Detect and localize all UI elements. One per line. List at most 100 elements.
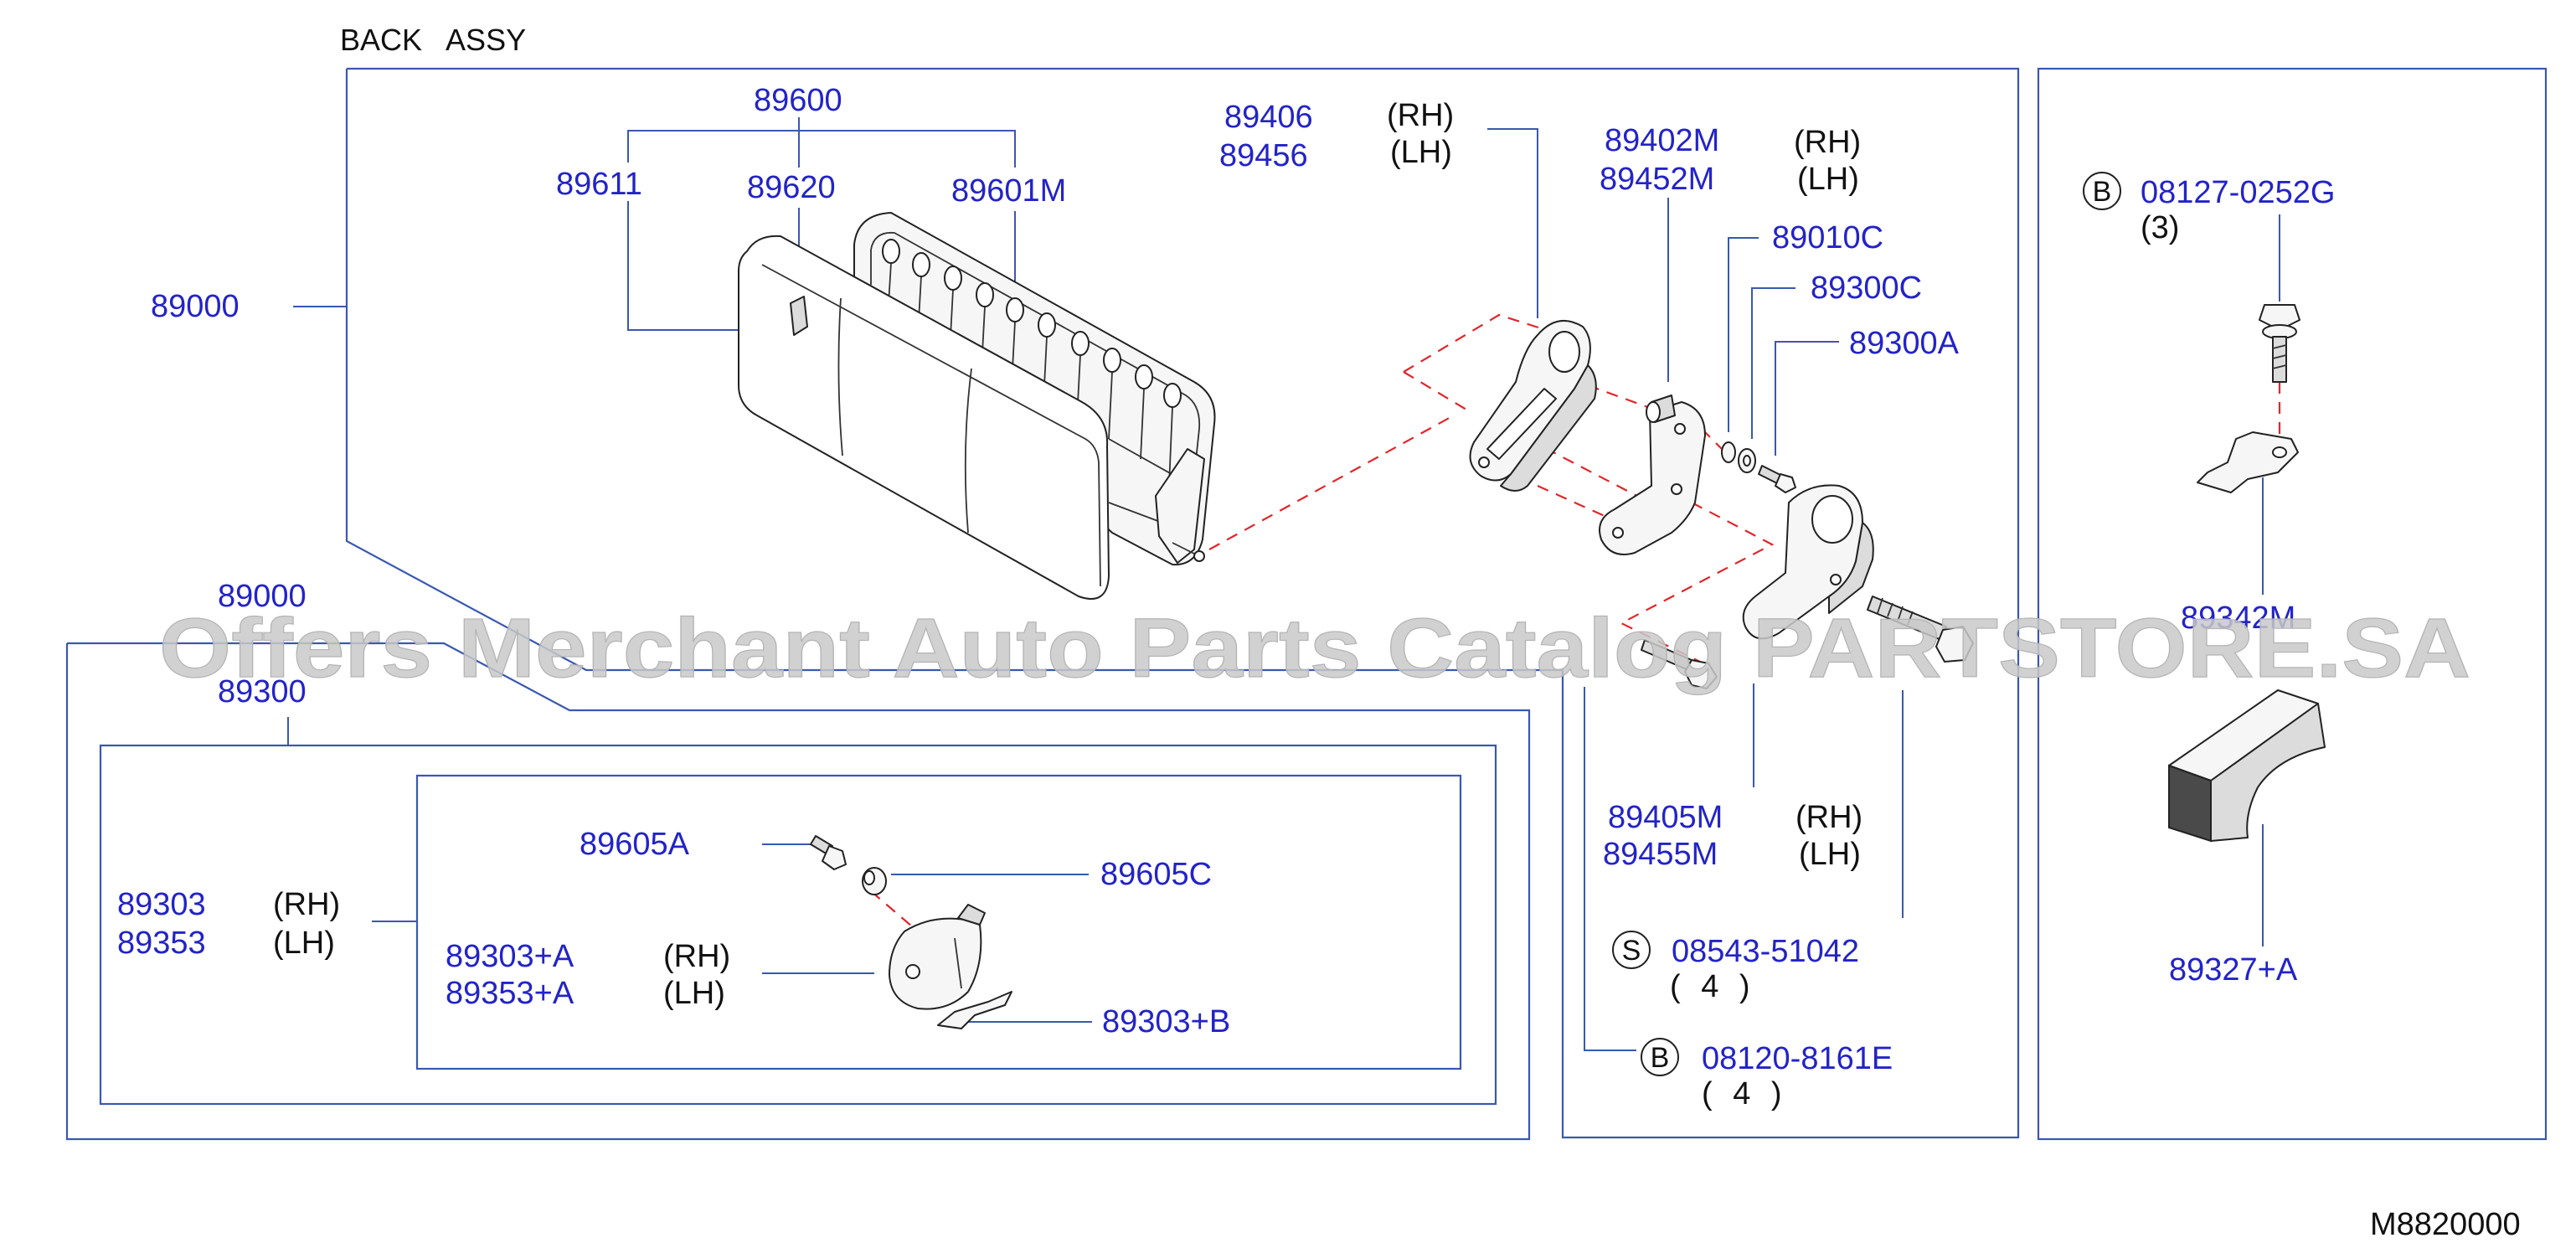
callout-trim-right[interactable]: 89601M — [951, 173, 1066, 209]
upper-hinge-slot — [1486, 388, 1557, 460]
plate-hole — [1612, 527, 1624, 539]
side-lh-label: (LH) — [1390, 135, 1452, 170]
frame-hole — [1163, 383, 1182, 408]
leader-pin — [1775, 341, 1839, 456]
fastener-badge-letter: S — [1622, 935, 1641, 967]
callout-washer-2[interactable]: 89300C — [1811, 271, 1922, 306]
fastener-quantity: (3) — [2141, 210, 2179, 245]
leader-fastener-b1 — [1584, 687, 1636, 1051]
cushion-front-edge — [761, 264, 1101, 587]
upper-hinge-drawing — [1469, 320, 1597, 492]
fastener-badge-circle — [1641, 1038, 1679, 1076]
callout-back-assy-upper[interactable]: 89000 — [151, 289, 240, 324]
callout-trim-mid[interactable]: 89620 — [747, 170, 836, 205]
callout-back-assy-lower[interactable]: 89000 — [218, 579, 307, 614]
seat-back-drawing — [738, 212, 1216, 600]
side-block-side — [2210, 703, 2326, 842]
pin-head — [1775, 473, 1796, 493]
callout-knob-body-lh[interactable]: 89353+A — [446, 976, 574, 1011]
seat-back-cushion — [738, 235, 1110, 600]
fastener-b1: B 08120-8161E ( 4 ) — [1641, 1038, 1893, 1111]
side-rh-label: (RH) — [273, 887, 340, 922]
callout-plate-rh[interactable]: 89402M — [1605, 123, 1719, 158]
fastener-s: S 08543-51042 ( 4 ) — [1612, 931, 1859, 1004]
side-lh-label: (LH) — [273, 926, 335, 961]
fastener-badge-circle — [2083, 172, 2121, 210]
callout-upper-hinge-rh[interactable]: 89406 — [1224, 100, 1313, 135]
labels: BACK ASSY 89000 89600 89611 89620 89601M… — [117, 23, 2521, 1242]
side-rh-label: (RH) — [663, 939, 730, 974]
callout-plate-lh[interactable]: 89452M — [1600, 162, 1714, 197]
lower-assy-outline — [65, 642, 1531, 1141]
explode-line — [1403, 371, 1471, 413]
knob-cap-face — [863, 870, 875, 885]
callout-knob-group[interactable]: 89300 — [218, 674, 307, 709]
callout-knob-rh[interactable]: 89303 — [117, 887, 206, 922]
diagram-title: BACK ASSY — [340, 23, 526, 57]
seat-back-pivot — [1193, 550, 1205, 562]
seat-back-frame-struts — [887, 262, 1193, 534]
washer-2-hole — [1743, 455, 1751, 467]
fastener-part-number[interactable]: 08127-0252G — [2141, 175, 2335, 210]
callout-side-bracket[interactable]: 89342M — [2181, 601, 2295, 636]
frame-hole — [1071, 331, 1090, 356]
frame-hole — [882, 239, 900, 264]
bolt-b2-head — [2259, 304, 2300, 331]
frame-hole — [1038, 312, 1056, 338]
callout-knob-body-rh[interactable]: 89303+A — [446, 939, 574, 974]
callout-washer-1[interactable]: 89010C — [1772, 220, 1883, 255]
seat-back-hinge-link — [1155, 448, 1205, 564]
upper-hinge-hole — [1478, 456, 1490, 468]
cushion-seam — [837, 297, 843, 456]
callout-knob-spring[interactable]: 89303+B — [1102, 1004, 1230, 1039]
frame-hole — [1135, 364, 1153, 389]
callout-trim-left[interactable]: 89611 — [556, 167, 642, 202]
lower-hinge-hole — [1830, 574, 1842, 585]
cushion-seam — [964, 368, 972, 534]
fastener-quantity: ( 4 ) — [1670, 969, 1750, 1004]
bolt-s-thread — [1877, 597, 1914, 626]
bracket-group-outline — [2037, 67, 2548, 1141]
callout-trim-group[interactable]: 89600 — [754, 83, 842, 118]
leader-washer-1 — [1728, 237, 1759, 432]
side-lh-label: (LH) — [663, 976, 725, 1011]
washer-1 — [1721, 441, 1736, 463]
fastener-part-number[interactable]: 08120-8161E — [1702, 1041, 1893, 1076]
explode-line — [1619, 502, 1775, 663]
callout-pin[interactable]: 89300A — [1849, 326, 1960, 361]
callout-lower-hinge-rh[interactable]: 89405M — [1608, 800, 1723, 835]
side-rh-label: (RH) — [1794, 125, 1861, 160]
side-bracket-hole — [2272, 446, 2287, 458]
leader-trim-left — [627, 201, 791, 331]
fastener-quantity: ( 4 ) — [1702, 1076, 1782, 1111]
callout-knob-lh[interactable]: 89353 — [117, 926, 206, 961]
lower-hinge-drawing — [1742, 484, 1874, 640]
knob-drawing — [810, 835, 1012, 1029]
callout-knob-cap[interactable]: 89605C — [1100, 857, 1212, 892]
bolt-s-head — [1935, 626, 1974, 663]
fastener-part-number[interactable]: 08543-51042 — [1672, 934, 1859, 969]
side-bracket-body — [2197, 431, 2299, 493]
frame-hole — [1103, 348, 1121, 373]
callout-side-block[interactable]: 89327+A — [2169, 952, 2298, 988]
knob-body — [889, 917, 982, 1010]
section-outlines — [65, 67, 2548, 1141]
knob-hole — [905, 964, 920, 979]
side-rh-label: (RH) — [1795, 800, 1862, 835]
side-lh-label: (LH) — [1797, 162, 1859, 197]
callout-upper-hinge-lh[interactable]: 89456 — [1219, 138, 1308, 173]
callout-knob-screw[interactable]: 89605A — [580, 827, 690, 862]
explode-line — [1537, 484, 1605, 518]
bolt-drawing — [1641, 596, 1974, 689]
callout-lower-hinge-lh[interactable]: 89455M — [1603, 837, 1718, 872]
frame-hole — [912, 252, 930, 277]
fastener-badge-circle — [1612, 931, 1651, 969]
upper-hinge-back — [1500, 364, 1597, 492]
fastener-badge-letter: B — [2093, 176, 2112, 208]
leader-trim-group — [627, 117, 1016, 168]
plate-hole — [1671, 483, 1682, 495]
watermark-text: Offers Merchant Auto Parts Catalog PARTS… — [159, 601, 2470, 695]
frame-hole — [944, 266, 962, 291]
explode-line — [870, 890, 919, 932]
